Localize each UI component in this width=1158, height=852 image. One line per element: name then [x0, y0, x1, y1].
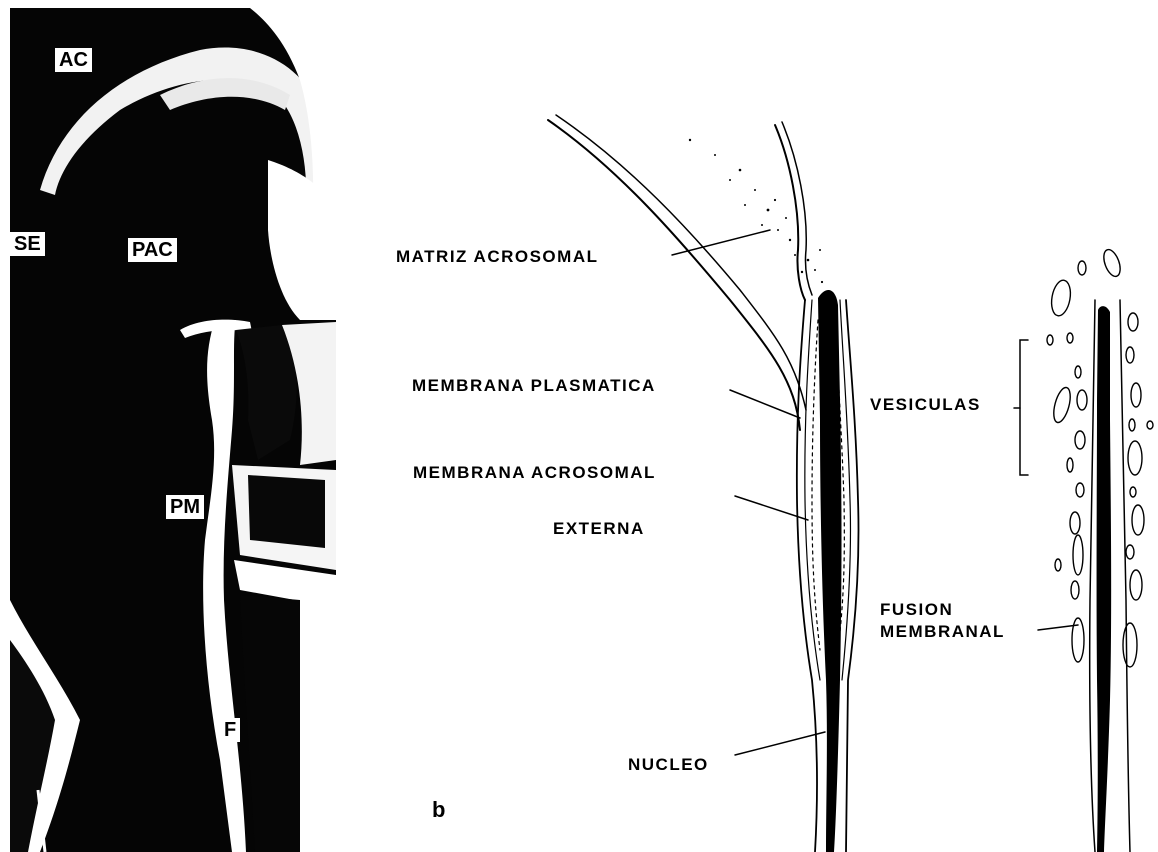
acrosomal-matrix-speckles: [689, 139, 823, 283]
label-membrana-plasmatica: MEMBRANA PLASMATICA: [412, 376, 656, 396]
label-externa: EXTERNA: [553, 519, 645, 539]
label-vesiculas: VESICULAS: [870, 395, 981, 415]
label-se: SE: [10, 232, 45, 256]
label-fusion: FUSION: [880, 600, 953, 620]
label-membranal: MEMBRANAL: [880, 622, 1005, 642]
label-nucleo: NUCLEO: [628, 755, 709, 775]
nucleus-shape-left-diagram: [818, 290, 842, 852]
label-ac: AC: [55, 48, 92, 72]
panel-letter-b: b: [432, 800, 447, 820]
label-f: F: [220, 718, 240, 742]
diagram-panel: [548, 115, 1153, 852]
label-pm: PM: [166, 495, 204, 519]
label-membrana-acrosomal: MEMBRANA ACROSOMAL: [413, 463, 656, 483]
label-pac: PAC: [128, 238, 177, 262]
micrograph-panel: [0, 0, 336, 852]
nucleus-shape-right-diagram: [1097, 306, 1112, 852]
label-matriz-acrosomal: MATRIZ ACROSOMAL: [396, 247, 598, 267]
